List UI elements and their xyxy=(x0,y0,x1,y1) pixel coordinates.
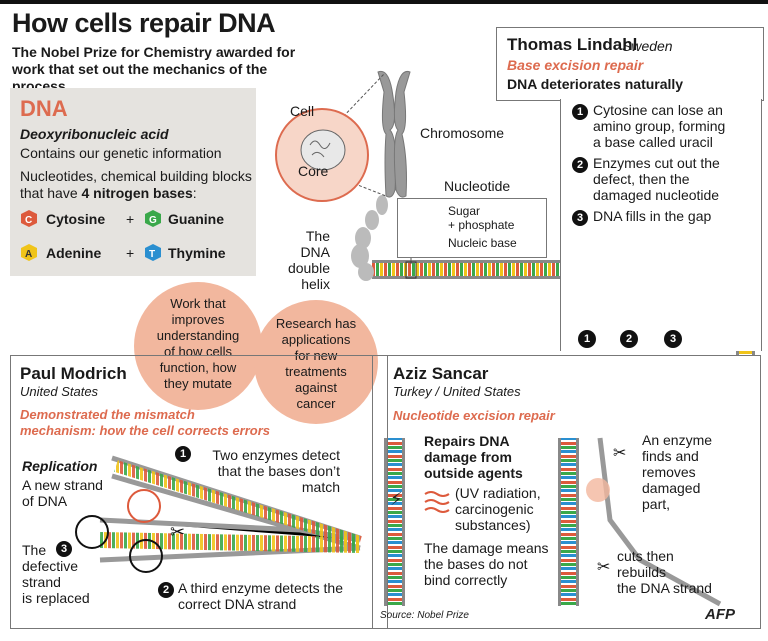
modrich-number-2: 2 xyxy=(158,582,174,598)
step-number-2: 2 xyxy=(572,157,588,173)
sancar-damage-label: The damage means the bases do not bind c… xyxy=(424,540,549,588)
diagram-number-2: 2 xyxy=(620,330,638,348)
svg-text:✂: ✂ xyxy=(613,445,626,462)
dna-info-box: DNA Deoxyribonucleic acid Contains our g… xyxy=(10,88,256,276)
adenine-icon: A xyxy=(21,244,37,261)
modrich-step-2: A third enzyme detects the correct DNA s… xyxy=(178,580,343,612)
sancar-repairs-label: Repairs DNA damage from outside agents xyxy=(424,433,523,481)
lindahl-country: Sweden xyxy=(622,38,673,54)
core-shape xyxy=(300,129,346,171)
cell-label: Cell xyxy=(290,103,315,119)
sancar-box xyxy=(372,355,761,629)
impact-circle-understanding: Work that improves understanding of how … xyxy=(134,282,262,410)
sancar-rebuild-label: cuts then rebuilds the DNA strand xyxy=(617,548,712,596)
modrich-method: Demonstrated the mismatch mechanism: how… xyxy=(20,407,270,438)
dna-heading: DNA xyxy=(20,96,68,121)
dna-full-name: Deoxyribonucleic acid xyxy=(20,126,169,142)
lindahl-step-3: DNA fills in the gap xyxy=(593,208,712,224)
step-number-1: 1 xyxy=(572,104,588,120)
modrich-number-1: 1 xyxy=(175,446,191,462)
nucleotide-description: Nucleotides, chemical building blocks th… xyxy=(20,168,252,201)
defective-strand-label: The defective strand is replaced xyxy=(22,542,90,606)
new-strand-label: A new strand of DNA xyxy=(22,477,103,509)
nucleic-base-label: Nucleic base xyxy=(448,236,517,250)
lindahl-step-1: Cytosine can lose an amino group, formin… xyxy=(593,102,726,150)
modrich-step-1: Two enzymes detect that the bases don’t … xyxy=(212,447,340,495)
modrich-country: United States xyxy=(20,384,99,399)
base-cytosine: Cytosine xyxy=(46,211,106,227)
impact-circle-research: Research has applications for new treatm… xyxy=(254,300,378,424)
guanine-icon: G xyxy=(145,210,161,227)
base-adenine: Adenine xyxy=(46,245,102,261)
base-guanine: Guanine xyxy=(168,211,225,227)
plus-sign: + xyxy=(126,245,135,261)
nucleotide-label: Nucleotide xyxy=(444,178,511,194)
excision-diagram: ⚡ ✂ ✂ xyxy=(384,437,722,607)
lindahl-name: Thomas Lindahl xyxy=(507,35,638,54)
replication-diagram: ✂ xyxy=(75,455,362,573)
svg-text:✂: ✂ xyxy=(597,559,610,576)
sancar-enzyme-label: An enzyme finds and removes damaged part… xyxy=(642,432,713,512)
top-rule xyxy=(0,0,768,4)
sugar-label: Sugar xyxy=(448,204,481,218)
modrich-name: Paul Modrich xyxy=(20,364,127,383)
sancar-agents-label: (UV radiation, carcinogenic substances) xyxy=(455,485,541,533)
afp-logo: AFP xyxy=(705,606,735,623)
source-note: Source: Nobel Prize xyxy=(380,610,469,621)
base-thymine: Thymine xyxy=(168,245,226,261)
lindahl-step-2: Enzymes cut out the defect, then the dam… xyxy=(593,155,720,203)
step-number-3: 3 xyxy=(572,210,588,226)
plus-sign: + xyxy=(126,211,135,227)
cytosine-icon: C xyxy=(21,210,37,227)
lindahl-header-box xyxy=(496,27,764,101)
diagram-number-1: 1 xyxy=(578,330,596,348)
helix-twist xyxy=(351,195,388,281)
phosphate-label: + phosphate xyxy=(448,218,515,232)
modrich-number-3: 3 xyxy=(56,541,72,557)
core-label: Core xyxy=(298,163,329,179)
dna-description: Contains our genetic information xyxy=(20,145,222,161)
svg-text:A: A xyxy=(25,249,32,260)
sancar-country: Turkey / United States xyxy=(393,384,521,399)
sancar-name: Aziz Sancar xyxy=(393,364,489,383)
replication-label: Replication xyxy=(22,458,98,474)
diagram-number-3: 3 xyxy=(664,330,682,348)
svg-text:G: G xyxy=(149,215,157,226)
lindahl-method: Base excision repair xyxy=(507,57,644,73)
sancar-method: Nucleotide excision repair xyxy=(393,408,555,423)
nucleotide-box xyxy=(397,198,547,258)
lindahl-panel xyxy=(560,99,762,351)
svg-text:T: T xyxy=(149,249,155,260)
svg-text:✂: ✂ xyxy=(170,522,185,542)
chromosome-shape xyxy=(377,70,411,198)
svg-text:C: C xyxy=(25,215,32,226)
page-title: How cells repair DNA xyxy=(12,8,276,38)
svg-text:⚡: ⚡ xyxy=(390,489,403,509)
chromosome-label: Chromosome xyxy=(420,125,505,141)
lindahl-description: DNA deteriorates naturally xyxy=(507,76,684,92)
thymine-icon: T xyxy=(145,244,161,261)
double-helix-label: The DNA double helix xyxy=(287,228,330,292)
modrich-box xyxy=(10,355,388,629)
